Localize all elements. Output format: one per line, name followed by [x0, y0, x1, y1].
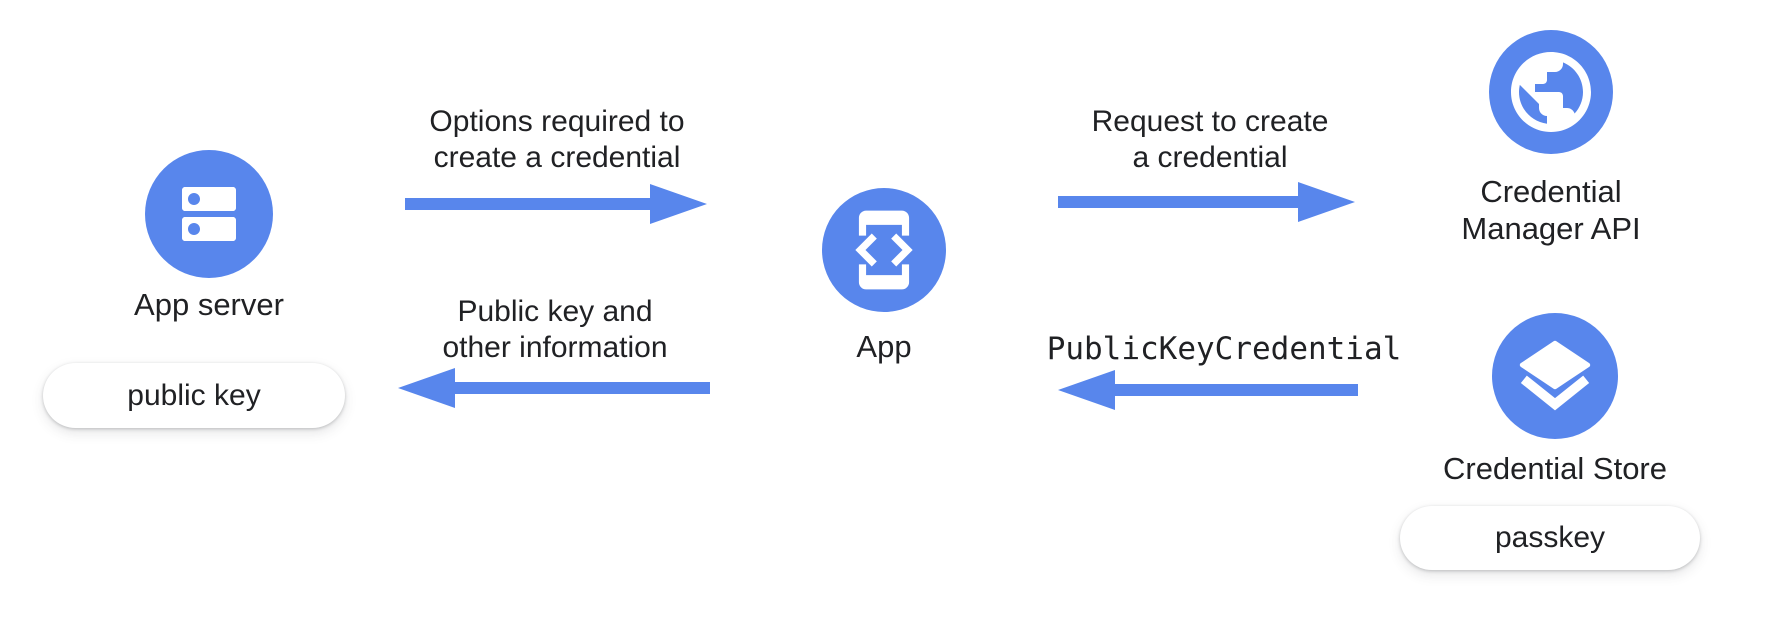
- pkc-arrow-head: [1058, 370, 1115, 410]
- public-key-arrow-label: Public key and other information: [442, 295, 668, 364]
- credential-store-label: Credential Store: [1442, 451, 1667, 486]
- pkc-arrow-shaft: [1113, 384, 1358, 396]
- options-arrow-shaft: [405, 198, 652, 210]
- request-arrow-shaft: [1058, 196, 1300, 208]
- options-arrow: [405, 184, 707, 224]
- phone-code-icon: [855, 210, 913, 290]
- request-arrow-label: Request to create a credential: [1091, 105, 1329, 174]
- credential-store-circle: [1492, 313, 1618, 439]
- request-arrow: [1058, 182, 1355, 222]
- public-key-badge: public key: [43, 363, 345, 428]
- server-icon: [182, 187, 236, 241]
- layers-icon: [1519, 340, 1591, 411]
- request-arrow-head: [1298, 182, 1355, 222]
- public-key-arrow-head: [398, 368, 455, 408]
- app-server-label: App server: [134, 287, 284, 322]
- pkc-arrow-label: PublicKeyCredential: [1046, 331, 1402, 367]
- public-key-badge-text: public key: [127, 378, 261, 412]
- credential-manager-circle: [1489, 30, 1613, 154]
- app-label: App: [856, 329, 912, 364]
- passkey-badge-text: passkey: [1494, 521, 1606, 554]
- passkey-badge: passkey: [1400, 506, 1700, 570]
- globe-icon: [1511, 52, 1591, 132]
- pkc-arrow: [1058, 370, 1358, 410]
- credential-manager-label: Credential Manager API: [1461, 174, 1641, 246]
- options-arrow-head: [650, 184, 707, 224]
- public-key-arrow: [398, 368, 710, 408]
- options-arrow-label: Options required to create a credential: [429, 105, 685, 174]
- public-key-arrow-shaft: [453, 382, 710, 394]
- app-server-circle: [145, 150, 273, 278]
- app-circle: [822, 188, 946, 312]
